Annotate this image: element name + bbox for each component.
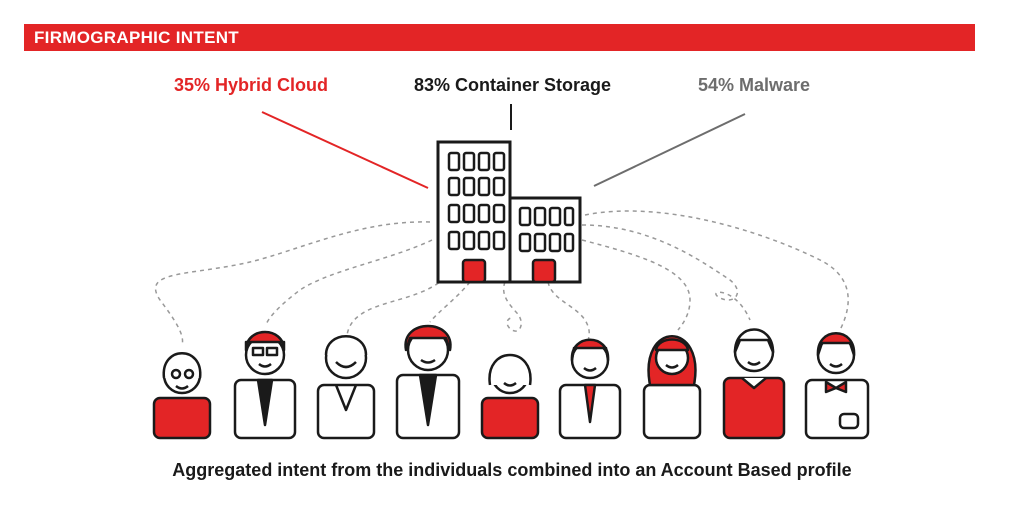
office-building-icon [436,140,582,284]
person-5 [480,353,540,440]
person-9 [804,332,870,440]
person-2 [233,330,297,440]
person-4 [395,324,461,440]
diagram-caption: Aggregated intent from the individuals c… [172,460,852,480]
person-8 [722,328,786,440]
stat-hybrid-cloud: 35% Hybrid Cloud [174,75,329,95]
person-7 [642,335,702,440]
section-banner: FIRMOGRAPHIC INTENT [24,24,975,51]
stat-container-storage: 83% Container Storage [414,75,612,95]
section-title: FIRMOGRAPHIC INTENT [34,28,239,47]
connector-hybrid-cloud [261,111,429,189]
stat-malware: 54% Malware [698,75,811,95]
person-1 [152,352,212,440]
person-3 [316,335,376,440]
connector-malware [593,113,746,187]
person-6 [558,338,622,440]
dashed-connections [154,210,849,346]
